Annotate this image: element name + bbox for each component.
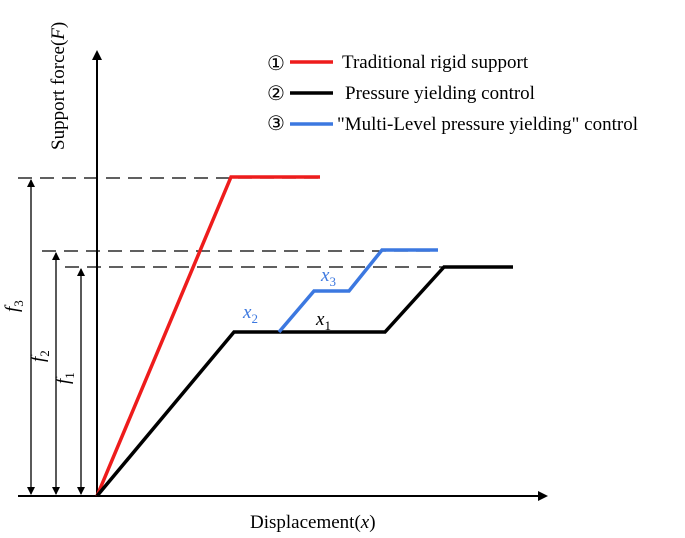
y-axis-title: Support force(F): [48, 22, 69, 150]
legend-label-traditional: Traditional rigid support: [342, 52, 529, 73]
label-x3: x3: [320, 265, 336, 289]
legend-marker-1: ①: [267, 53, 285, 75]
label-f3: f3: [2, 300, 26, 312]
legend: ① Traditional rigid support ② Pressure y…: [267, 52, 638, 135]
label-x1: x1: [315, 309, 331, 333]
label-x2: x2: [242, 302, 258, 326]
legend-marker-2: ②: [267, 83, 285, 105]
x-axis-title: Displacement(x): [250, 512, 376, 533]
legend-item-traditional: ① Traditional rigid support: [267, 52, 529, 75]
legend-item-multi-level: ③ "Multi-Level pressure yielding" contro…: [267, 113, 638, 135]
legend-label-pressure-yielding: Pressure yielding control: [345, 83, 535, 104]
legend-label-multi-level: "Multi-Level pressure yielding" control: [337, 114, 638, 135]
legend-item-pressure-yielding: ② Pressure yielding control: [267, 83, 535, 105]
legend-marker-3: ③: [267, 113, 285, 135]
curve-traditional-rigid-support: [95, 175, 320, 497]
label-f1: f1: [53, 372, 77, 384]
curve-multi-level-yielding-control: [277, 248, 438, 334]
curve-pressure-yielding-control: [95, 265, 513, 498]
label-f2: f2: [28, 350, 52, 362]
